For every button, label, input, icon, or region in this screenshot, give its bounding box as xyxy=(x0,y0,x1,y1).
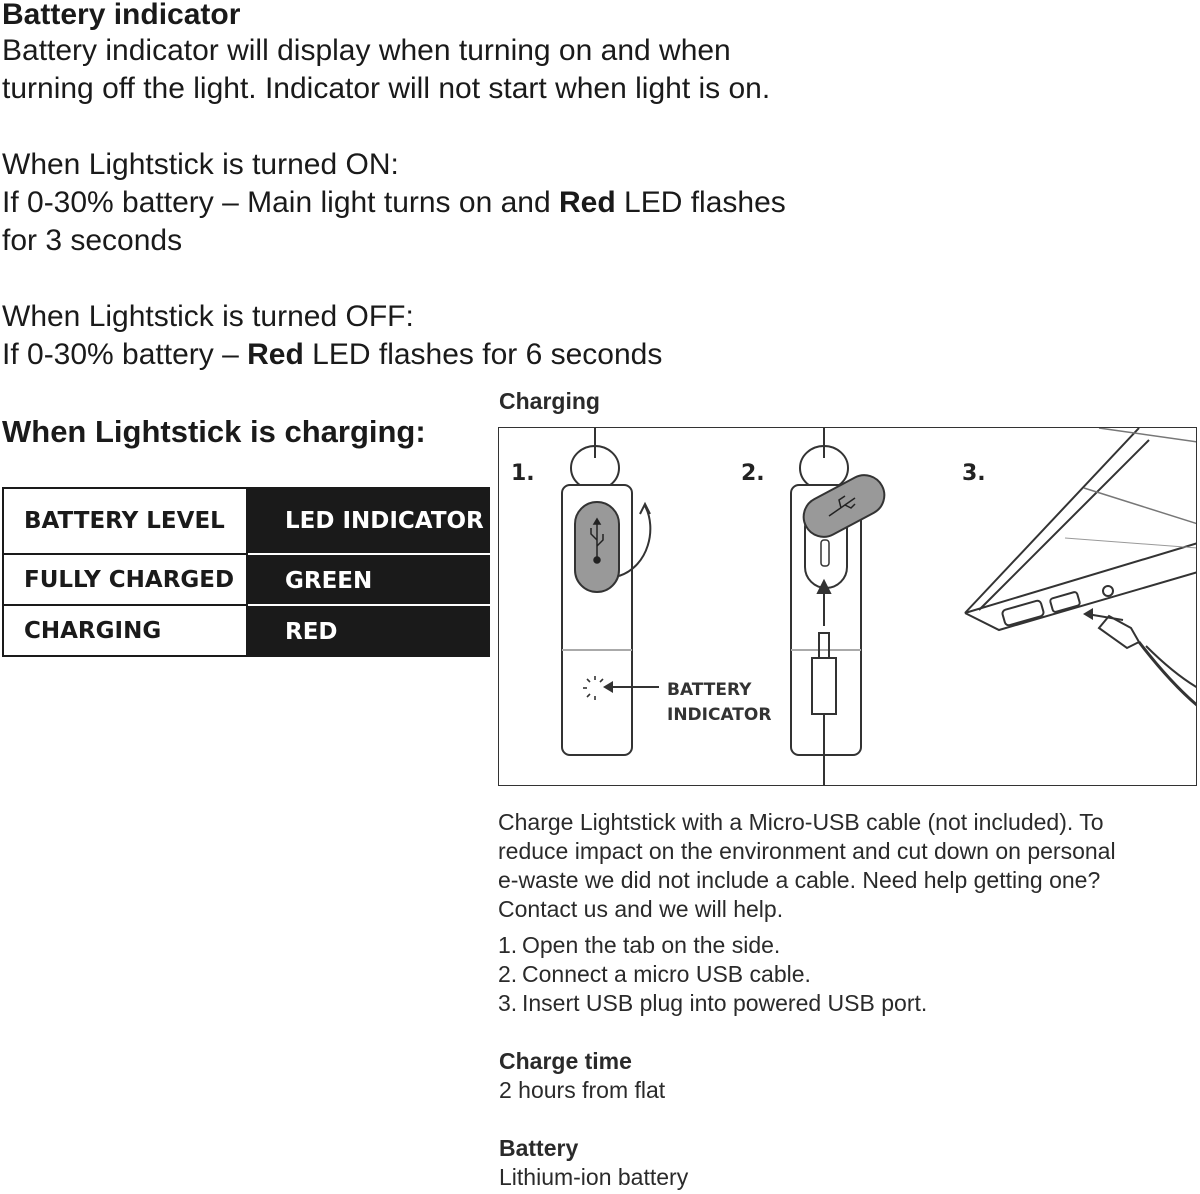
table-cell-led: RED xyxy=(248,604,490,657)
arrow-head-icon xyxy=(639,501,651,515)
usb-plug-icon xyxy=(1097,614,1196,707)
desc-line: e-waste we did not include a cable. Need… xyxy=(498,867,1101,893)
laptop-icon xyxy=(964,428,1196,632)
step-num: 1. xyxy=(498,932,518,958)
charge-time-value: 2 hours from flat xyxy=(499,1077,666,1103)
battery-led-table: BATTERY LEVEL LED INDICATOR FULLY CHARGE… xyxy=(2,487,490,657)
step-num: 3. xyxy=(498,990,518,1016)
lightstick-device-1 xyxy=(561,428,633,756)
insert-arrow-head-icon xyxy=(1083,608,1093,620)
step-item: 1. Open the tab on the side. xyxy=(498,931,927,960)
step-number-1: 1. xyxy=(511,461,535,486)
desc-line: reduce impact on the environment and cut… xyxy=(498,838,1116,864)
open-tab-arrow-icon xyxy=(618,505,652,577)
turned-off-line: If 0-30% battery – Red LED flashes for 6… xyxy=(2,336,662,374)
turned-off-title: When Lightstick is turned OFF: xyxy=(2,300,414,333)
table-cell-level: CHARGING xyxy=(2,604,248,657)
turned-off-line-pre: If 0-30% battery – xyxy=(2,338,248,371)
step-item: 2. Connect a micro USB cable. xyxy=(498,960,927,989)
charging-title: Charging xyxy=(499,388,600,414)
step-num: 2. xyxy=(498,961,518,987)
turned-on-red: Red xyxy=(558,186,616,219)
usb-icon xyxy=(590,517,604,564)
led-flash-icon xyxy=(583,676,604,700)
battery-indicator-heading: Battery indicator xyxy=(2,0,241,31)
battery-value: Lithium-ion battery xyxy=(499,1164,689,1190)
charging-heading: When Lightstick is charging: xyxy=(2,414,426,449)
callout-indicator: INDICATOR xyxy=(667,705,771,725)
step-item: 3. Insert USB plug into powered USB port… xyxy=(498,989,927,1018)
table-header-battery-level: BATTERY LEVEL xyxy=(2,487,248,555)
battery-title: Battery xyxy=(499,1135,579,1161)
callout-battery: BATTERY xyxy=(667,680,752,700)
step-text: Connect a micro USB cable. xyxy=(522,961,811,987)
charge-time-title: Charge time xyxy=(499,1048,632,1074)
turned-on-line-1: If 0-30% battery – Main light turns on a… xyxy=(2,184,786,222)
intro-line-1: Battery indicator will display when turn… xyxy=(2,34,731,67)
desc-line: Contact us and we will help. xyxy=(498,896,784,922)
turned-on-line-1-post: LED flashes xyxy=(615,186,786,219)
open-tab xyxy=(802,474,886,538)
intro-line-2: turning off the light. Indicator will no… xyxy=(2,72,771,105)
step-text: Open the tab on the side. xyxy=(522,932,781,958)
turned-on-line-1-pre: If 0-30% battery – Main light turns on a… xyxy=(2,186,559,219)
callout-arrow-head-icon xyxy=(603,681,613,693)
micro-usb-cable xyxy=(811,578,837,785)
step-text: Insert USB plug into powered USB port. xyxy=(522,990,928,1016)
turned-on-title: When Lightstick is turned ON: xyxy=(2,148,399,181)
turned-on-line-2: for 3 seconds xyxy=(2,224,183,257)
charging-steps: 1. Open the tab on the side. 2. Connect … xyxy=(498,931,927,1018)
charging-illustration: 1. 2. 3. BATTER xyxy=(498,427,1197,786)
table-header-led-indicator: LED INDICATOR xyxy=(248,487,490,555)
usb-icon xyxy=(828,495,856,517)
table-cell-level: FULLY CHARGED xyxy=(2,553,248,606)
turned-off-line-post: LED flashes for 6 seconds xyxy=(303,338,663,371)
table-cell-led: GREEN xyxy=(248,553,490,606)
step-number-2: 2. xyxy=(741,461,765,486)
step-number-3: 3. xyxy=(962,461,986,486)
charging-description: Charge Lightstick with a Micro-USB cable… xyxy=(498,808,1116,924)
desc-line: Charge Lightstick with a Micro-USB cable… xyxy=(498,809,1104,835)
turned-off-red: Red xyxy=(247,338,304,371)
